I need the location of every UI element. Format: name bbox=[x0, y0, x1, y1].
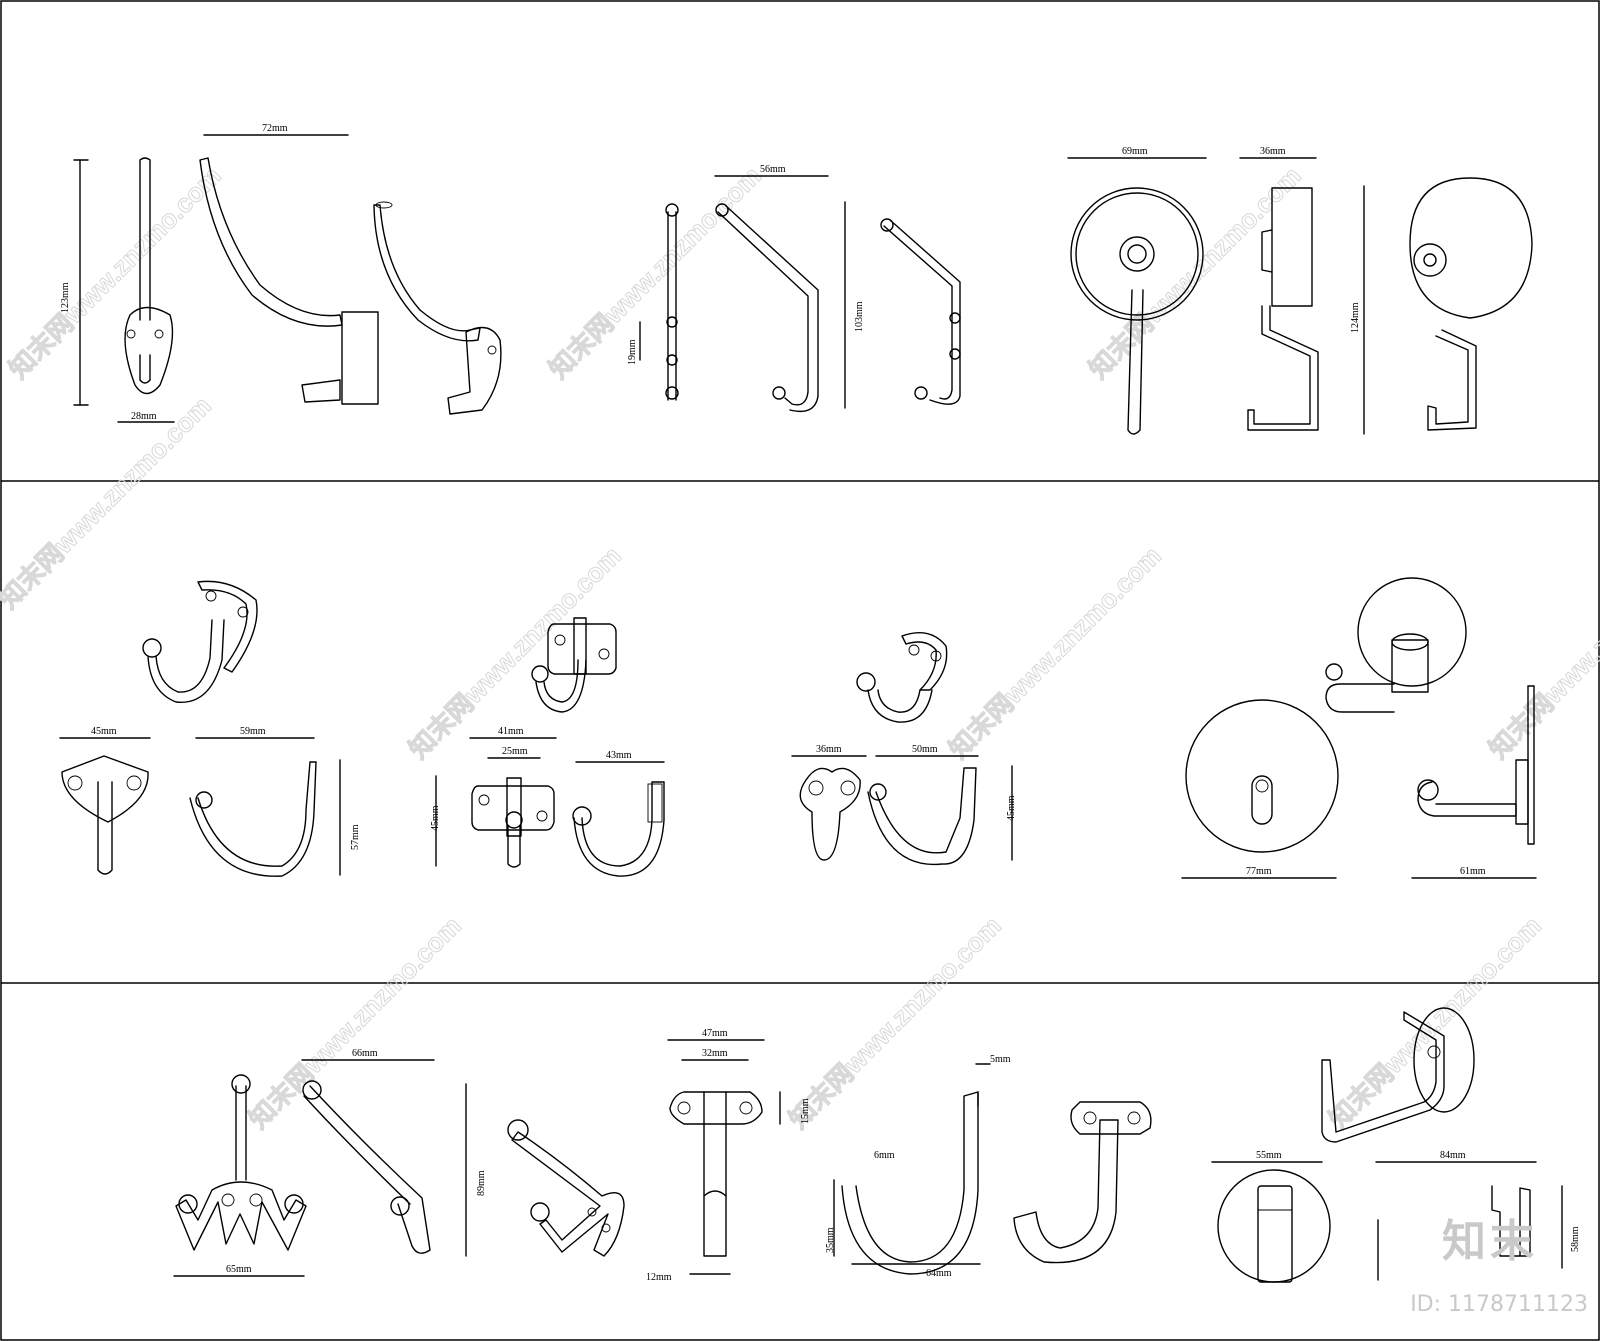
dimension-label: 36mm bbox=[1260, 146, 1286, 157]
dimension-label: 124mm bbox=[1350, 302, 1361, 333]
dimension-label: 25mm bbox=[502, 746, 528, 757]
image-id-label: ID: 1178711123 bbox=[1410, 1292, 1588, 1317]
dimension-label: 72mm bbox=[262, 123, 288, 134]
hook-drawing-3 bbox=[1067, 157, 1533, 435]
dimension-label: 36mm bbox=[816, 744, 842, 755]
hook-drawing-1 bbox=[73, 134, 502, 423]
watermark-text: 知末网www.znzmo.com bbox=[0, 390, 217, 614]
watermark-text: 知末网www.znzmo.com bbox=[243, 910, 467, 1134]
watermark-text: 知末网www.znzmo.com bbox=[3, 160, 227, 384]
brand-watermark: 知末 bbox=[1442, 1216, 1538, 1267]
dimension-label: 89mm bbox=[476, 1170, 487, 1196]
dimension-label: 59mm bbox=[240, 726, 266, 737]
hook-drawing-4 bbox=[59, 580, 341, 877]
dimension-label: 15mm bbox=[800, 1098, 811, 1124]
dimension-label: 55mm bbox=[1256, 1150, 1282, 1161]
dimension-label: 5mm bbox=[990, 1054, 1011, 1065]
dimension-label: 35mm bbox=[825, 1227, 836, 1253]
watermark-text: 知末网www.znzmo.com bbox=[1323, 910, 1547, 1134]
watermark-text: 知末网www.znzmo.com bbox=[783, 910, 1007, 1134]
dimension-label: 123mm bbox=[60, 282, 71, 313]
dimension-label: 12mm bbox=[646, 1272, 672, 1283]
dimension-label: 45mm bbox=[91, 726, 117, 737]
dimension-label: 65mm bbox=[226, 1264, 252, 1275]
dimension-label: 41mm bbox=[498, 726, 524, 737]
dimension-label: 19mm bbox=[627, 339, 638, 365]
watermark-text: 知末网www.znzmo.com bbox=[943, 540, 1167, 764]
watermark-text: 知末网www.znzmo.com bbox=[543, 160, 767, 384]
dimension-label: 77mm bbox=[1246, 866, 1272, 877]
dimension-label: 6mm bbox=[874, 1150, 895, 1161]
dimension-label: 45mm bbox=[430, 805, 441, 831]
hook-drawing-2 bbox=[639, 175, 961, 413]
dimension-label: 56mm bbox=[760, 164, 786, 175]
dimension-label: 47mm bbox=[702, 1028, 728, 1039]
dimension-label: 64mm bbox=[926, 1268, 952, 1279]
dimension-label: 57mm bbox=[350, 824, 361, 850]
hook-drawing-6 bbox=[791, 632, 1013, 866]
hook-drawing-11 bbox=[1211, 1007, 1563, 1283]
dimension-label: 28mm bbox=[131, 411, 157, 422]
dimension-label: 66mm bbox=[352, 1048, 378, 1059]
dimension-label: 84mm bbox=[1440, 1150, 1466, 1161]
hook-drawing-10 bbox=[833, 1063, 1152, 1275]
dimension-label: 43mm bbox=[606, 750, 632, 761]
dimension-label: 50mm bbox=[912, 744, 938, 755]
hook-drawing-7 bbox=[1181, 577, 1537, 879]
hook-drawing-5 bbox=[435, 617, 665, 877]
watermark-text: 知末网www.znzmo.com bbox=[1483, 540, 1600, 764]
dimension-label: 69mm bbox=[1122, 146, 1148, 157]
dimension-label: 58mm bbox=[1570, 1226, 1581, 1252]
hook-drawing-8 bbox=[173, 1059, 467, 1277]
dimension-label: 32mm bbox=[702, 1048, 728, 1059]
dimension-label: 45mm bbox=[1006, 795, 1017, 821]
dimension-label: 61mm bbox=[1460, 866, 1486, 877]
dimension-label: 103mm bbox=[854, 301, 865, 332]
hook-drawing-9 bbox=[507, 1039, 781, 1275]
